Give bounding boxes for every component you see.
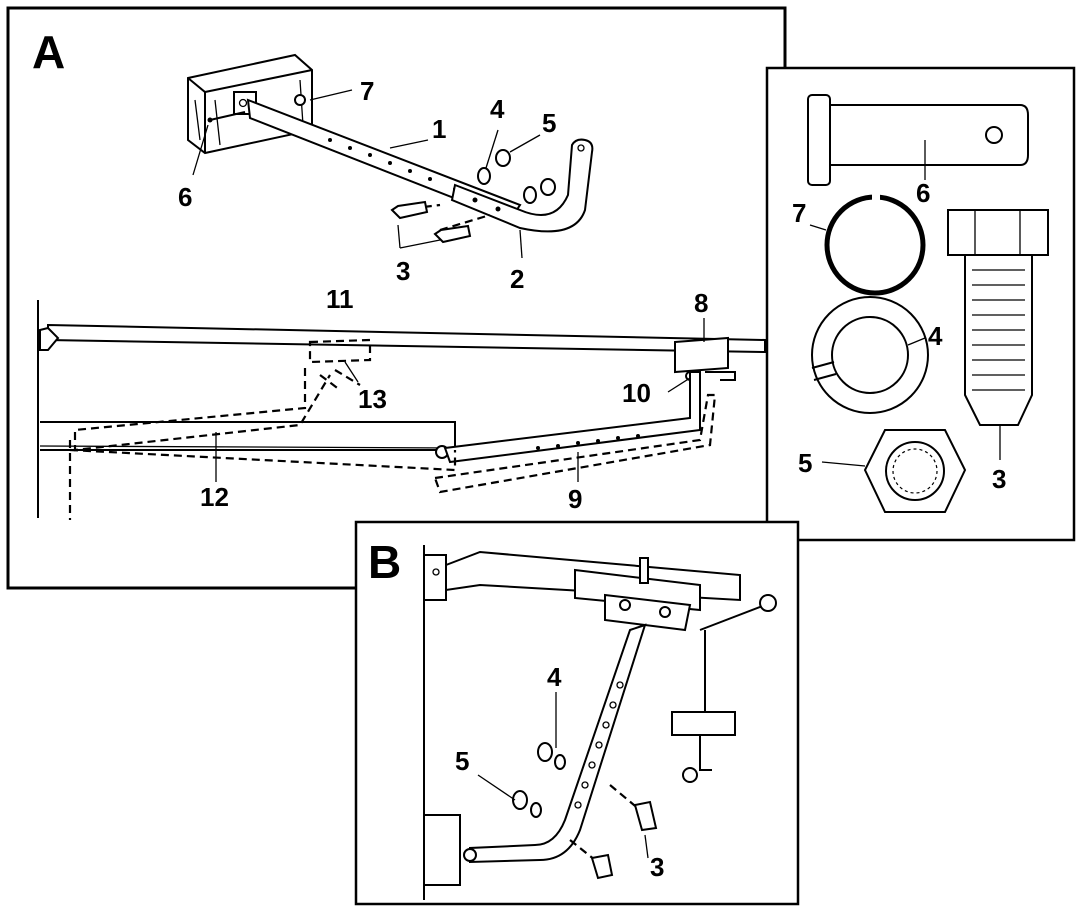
callout-6: 6 — [178, 182, 192, 212]
parts-callout-7: 7 — [792, 198, 806, 228]
callout-1: 1 — [432, 114, 446, 144]
callout-10: 10 — [622, 378, 651, 408]
parts-callout-6: 6 — [916, 178, 930, 208]
callout-5: 5 — [542, 108, 556, 138]
panel-b-callout-4: 4 — [547, 662, 562, 692]
parts-callout-5: 5 — [798, 448, 812, 478]
ring-in-situ — [294, 94, 306, 106]
callout-12: 12 — [200, 482, 229, 512]
parts-callout-4: 4 — [928, 321, 943, 351]
curved-door-arm — [450, 138, 594, 233]
hex-bolt — [947, 209, 1049, 460]
alternate-positions-dashed — [68, 338, 717, 520]
callout-9: 9 — [568, 484, 582, 514]
trolley — [674, 336, 736, 381]
emergency-release — [671, 594, 777, 783]
leader-lines-a-lower — [215, 318, 705, 482]
clevis-pin — [807, 94, 1029, 186]
lock-washer — [811, 296, 929, 414]
callout-4: 4 — [490, 94, 505, 124]
panel-a: A — [6, 6, 787, 590]
ring-fastener — [809, 194, 926, 296]
exploded-fasteners-a — [390, 149, 556, 244]
callout-13: 13 — [358, 384, 387, 414]
panel-b-letter: B — [368, 536, 401, 588]
callout-7: 7 — [360, 76, 374, 106]
panel-b: B — [354, 520, 800, 906]
leader-lines-a — [192, 89, 541, 259]
callout-3: 3 — [396, 256, 410, 286]
exploded-fasteners-b — [512, 742, 658, 880]
callout-2: 2 — [510, 264, 524, 294]
panel-b-door-bracket — [423, 814, 461, 886]
panel-b-callout-3: 3 — [650, 852, 664, 882]
callout-8: 8 — [694, 288, 708, 318]
panel-b-trolley — [574, 557, 701, 632]
panel-a-frame — [6, 6, 787, 590]
panel-b-callout-5: 5 — [455, 746, 469, 776]
hex-nut — [821, 429, 967, 513]
door-arm-installed — [443, 371, 701, 464]
door-top-section — [40, 421, 456, 451]
panel-a-letter: A — [32, 26, 65, 78]
parts-callout-3: 3 — [992, 464, 1006, 494]
parts-panel: 6 7 4 5 — [765, 66, 1076, 542]
callout-11: 11 — [326, 284, 354, 314]
